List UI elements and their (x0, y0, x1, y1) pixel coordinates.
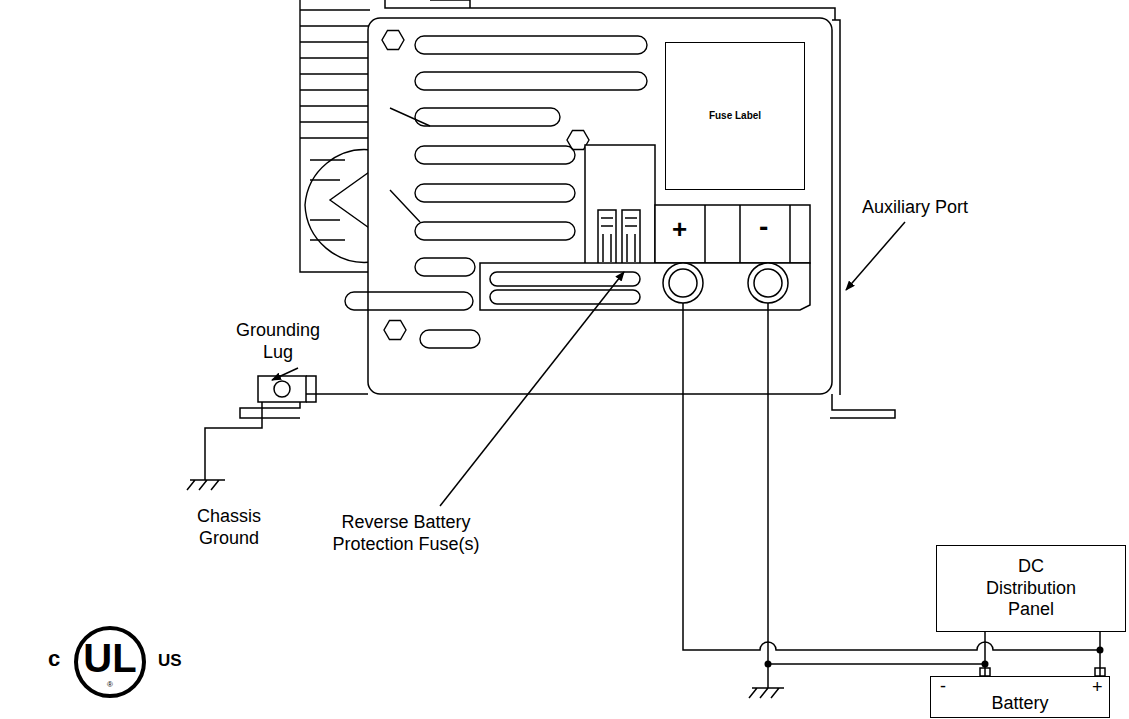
grounding-lug (187, 480, 225, 490)
terminal-block (705, 205, 790, 263)
leader-lines (440, 272, 624, 506)
vent-slots (415, 146, 575, 164)
grounding-lug (258, 376, 306, 402)
battery-polarity: - (940, 676, 946, 698)
terminal-block (748, 263, 788, 303)
heatsink (300, 0, 372, 272)
terminal-block (480, 205, 810, 310)
vent-slots (415, 258, 475, 276)
charger-wiring (749, 688, 784, 698)
junction-dots (765, 647, 1104, 668)
charger-wiring (767, 303, 769, 688)
certification-mark: US (158, 651, 182, 671)
heatsink (305, 150, 372, 263)
node-text: Fuse Label (709, 110, 761, 122)
ul-logo-ring (76, 628, 144, 696)
part-label: Grounding Lug (228, 320, 328, 363)
node-text: Battery (935, 693, 1105, 715)
junction-dots (765, 661, 772, 668)
vent-slots (415, 108, 560, 126)
terminal-block (490, 290, 640, 304)
vent-slots (415, 72, 647, 90)
battery-box: Battery (930, 676, 1110, 718)
grounding-lug (306, 376, 316, 402)
part-label: Auxiliary Port (862, 197, 968, 219)
leader-lines (272, 368, 298, 380)
terminal-polarity: - (759, 210, 768, 244)
terminal-block (754, 269, 782, 297)
vent-slots (415, 222, 575, 240)
charger-housing (830, 394, 895, 418)
distribution-panel-box: DC Distribution Panel (936, 545, 1126, 632)
terminal-block (480, 263, 810, 310)
charger-housing (368, 18, 832, 394)
screws (382, 31, 404, 50)
terminal-block (655, 205, 810, 263)
vent-slots (420, 330, 480, 348)
fuse-label-box: Fuse Label (665, 42, 805, 190)
vent-slots (415, 184, 575, 202)
charger-housing (430, 0, 470, 8)
charger-wiring (683, 303, 1105, 698)
heatsink (330, 170, 372, 230)
grounding-lug (187, 376, 316, 490)
terminal-block (663, 263, 703, 303)
certification-mark: UL (80, 634, 140, 682)
terminal-block (669, 269, 697, 297)
vent-slots (390, 108, 430, 222)
grounding-lug (274, 381, 290, 397)
certification-mark: ® (104, 680, 116, 690)
leader-lines (272, 222, 905, 506)
heatsink (310, 160, 345, 240)
charger-wiring (768, 663, 985, 665)
vent-slots (345, 292, 473, 310)
part-label: Reverse Battery Protection Fuse(s) (316, 512, 496, 555)
certification-mark: c (48, 646, 60, 672)
terminal-polarity: + (672, 214, 687, 245)
charger-housing (385, 0, 835, 20)
battery-polarity: + (1092, 677, 1103, 699)
battery-wire (984, 632, 986, 676)
heatsink (300, 0, 372, 272)
screws (384, 321, 406, 340)
charger-housing (240, 0, 895, 418)
charger-housing (832, 20, 840, 395)
node-text: DC Distribution Panel (975, 556, 1087, 621)
vent-slots (415, 36, 647, 54)
terminal-block (490, 272, 640, 286)
ul-logo-ring (76, 628, 144, 696)
part-label: Chassis Ground (186, 506, 272, 549)
grounding-lug (205, 402, 262, 480)
fuse-holder (601, 218, 637, 262)
heatsink (300, 10, 370, 138)
fuse-holder (585, 145, 655, 270)
leader-lines (846, 222, 905, 290)
battery-wire (1099, 632, 1101, 676)
fuse-holder (585, 145, 655, 270)
